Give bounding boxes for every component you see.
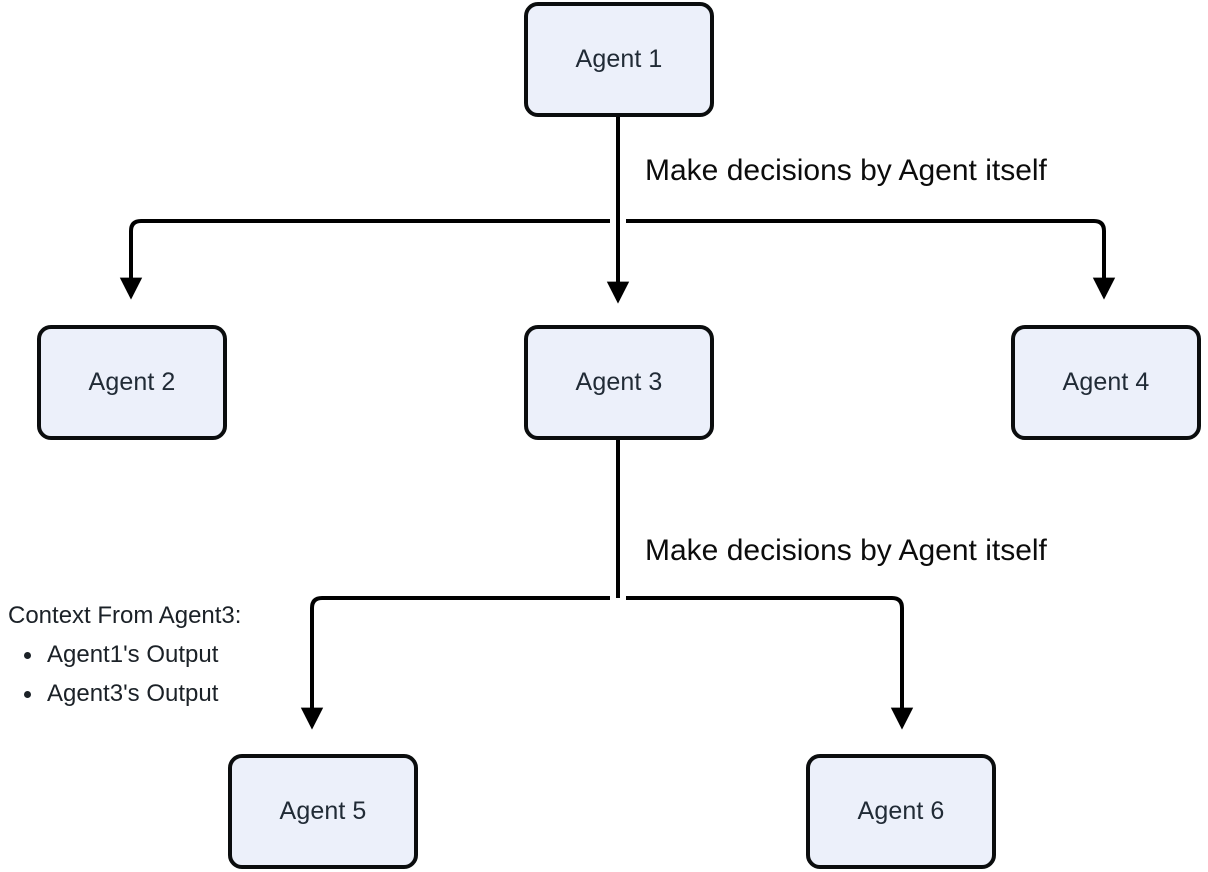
- node-agent-4[interactable]: Agent 4: [1011, 325, 1201, 440]
- node-label: Agent 1: [575, 45, 663, 73]
- node-label: Agent 6: [857, 797, 945, 825]
- node-label: Agent 3: [575, 368, 663, 396]
- edge-agent3-to-agent6: [626, 596, 914, 730]
- node-agent-3[interactable]: Agent 3: [524, 325, 714, 440]
- context-note-list: Agent1's Output Agent3's Output: [8, 643, 241, 706]
- node-agent-1[interactable]: Agent 1: [524, 2, 714, 117]
- list-item: Agent1's Output: [8, 643, 241, 667]
- node-label: Agent 4: [1062, 368, 1150, 396]
- context-note-title: Context From Agent3:: [8, 602, 242, 629]
- list-item-label: Agent3's Output: [47, 680, 219, 707]
- bullet-icon: [24, 691, 31, 698]
- edge-agent1-to-agent2: [119, 219, 610, 300]
- list-item-label: Agent1's Output: [47, 641, 219, 668]
- node-label: Agent 5: [279, 797, 367, 825]
- node-agent-5[interactable]: Agent 5: [228, 754, 418, 869]
- list-item: Agent3's Output: [8, 682, 241, 706]
- edge-agent3-to-agent5: [300, 596, 610, 730]
- context-note: Context From Agent3: Agent1's Output Age…: [8, 604, 241, 706]
- node-agent-6[interactable]: Agent 6: [806, 754, 996, 869]
- node-agent-2[interactable]: Agent 2: [37, 325, 227, 440]
- bullet-icon: [24, 652, 31, 659]
- edge-agent1-to-agent4: [626, 219, 1116, 300]
- node-label: Agent 2: [88, 368, 176, 396]
- edge-label-bottom: Make decisions by Agent itself: [645, 534, 1047, 567]
- edge-label-top: Make decisions by Agent itself: [645, 154, 1047, 187]
